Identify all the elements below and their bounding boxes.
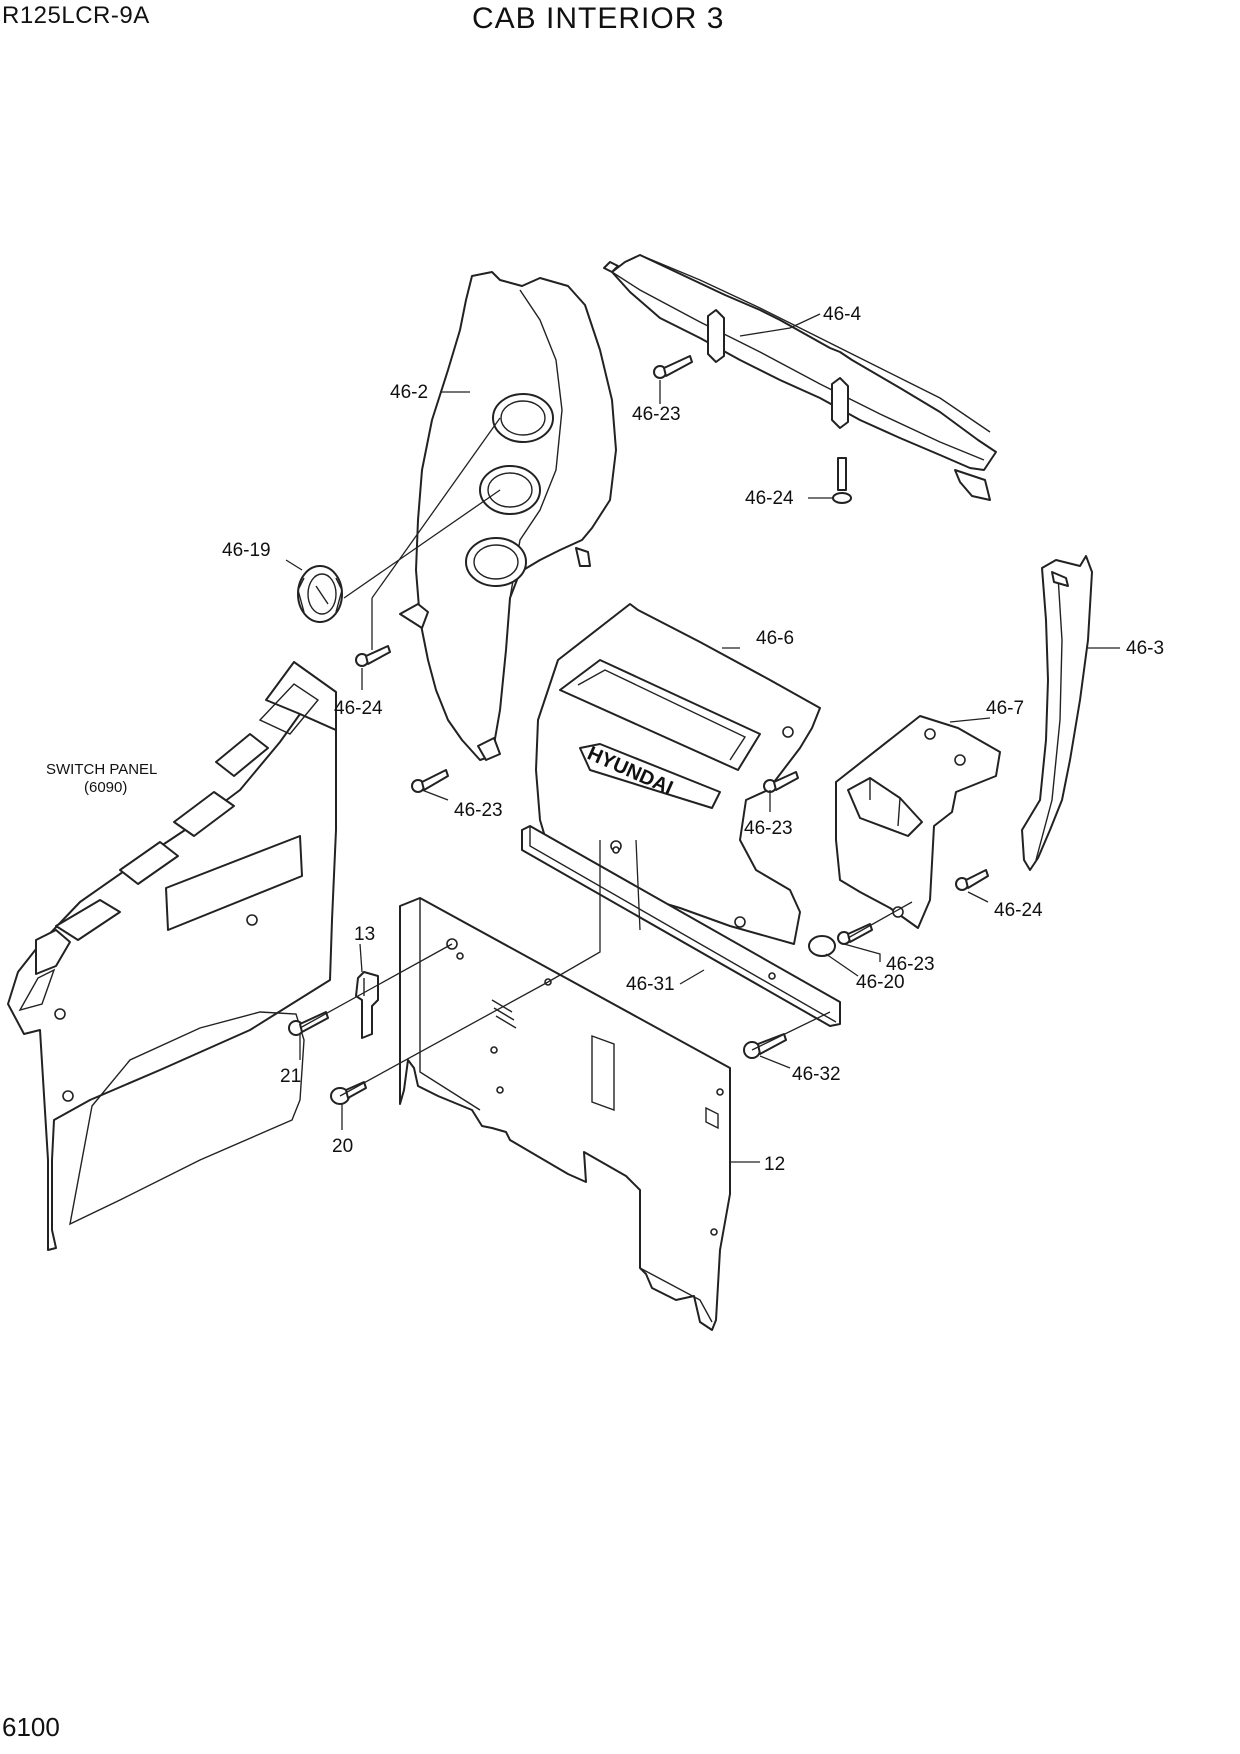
part-46-2-pillar-panel <box>399 271 617 761</box>
page-title: CAB INTERIOR 3 <box>472 2 725 35</box>
label-20: 20 <box>332 1136 353 1157</box>
label-46-19: 46-19 <box>222 540 271 561</box>
label-switch-panel-ref: (6090) <box>84 779 127 796</box>
model-code: R125LCR-9A <box>2 2 150 29</box>
leader-lines <box>285 313 1120 1163</box>
label-46-3: 46-3 <box>1126 638 1164 659</box>
label-46-24-right: 46-24 <box>994 900 1043 921</box>
label-46-23-mid-right: 46-23 <box>744 818 793 839</box>
label-21: 21 <box>280 1066 301 1087</box>
label-46-6: 46-6 <box>756 628 794 649</box>
screw-46-24-right <box>955 869 989 891</box>
label-46-31: 46-31 <box>626 974 675 995</box>
screw-46-24-left <box>355 645 391 667</box>
screw-46-23-mid-right <box>763 771 799 793</box>
label-46-2: 46-2 <box>390 382 428 403</box>
label-46-23-lower: 46-23 <box>886 954 935 975</box>
label-46-4: 46-4 <box>823 304 861 325</box>
part-46-19-knob <box>297 565 343 623</box>
label-46-7: 46-7 <box>986 698 1024 719</box>
label-46-24-top: 46-24 <box>745 488 794 509</box>
part-13-clip <box>355 971 379 1039</box>
screw-46-23-mid-left <box>411 769 449 793</box>
switch-panel-assembly <box>7 661 337 1251</box>
bolt-46-24-top <box>832 457 852 504</box>
label-46-23-top: 46-23 <box>632 404 681 425</box>
label-13: 13 <box>354 924 375 945</box>
part-46-4-upper-rail <box>603 254 997 501</box>
screw-46-23-top <box>653 355 693 379</box>
label-46-32: 46-32 <box>792 1064 841 1085</box>
part-46-20-cap <box>808 935 836 957</box>
label-46-23-mid-left: 46-23 <box>454 800 503 821</box>
page-number: 6100 <box>2 1712 60 1742</box>
label-46-24-left: 46-24 <box>334 698 383 719</box>
label-switch-panel: SWITCH PANEL <box>46 761 157 778</box>
bolt-20 <box>330 1081 367 1105</box>
part-46-3-pillar-trim <box>1021 555 1093 871</box>
label-12: 12 <box>764 1154 785 1175</box>
part-46-31-bracket-strip <box>521 825 841 1027</box>
part-46-6-console-panel: HYUNDAI <box>535 603 821 945</box>
part-12-base-plate <box>399 897 731 1331</box>
label-46-20: 46-20 <box>856 972 905 993</box>
callout-labels: 46-2 46-4 46-23 46-24 46-19 46-24 46-6 4… <box>46 304 1164 1175</box>
bolt-46-32 <box>743 1033 787 1059</box>
part-46-7-right-cover <box>835 715 1001 929</box>
